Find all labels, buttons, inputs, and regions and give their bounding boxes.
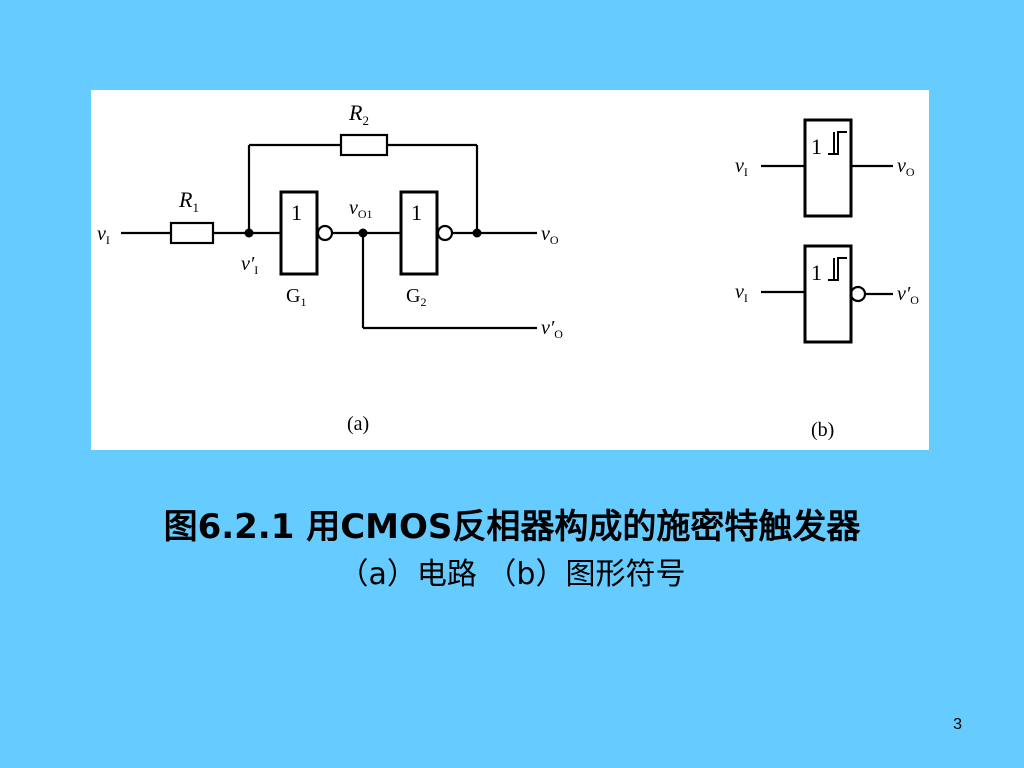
junction-dot [244, 228, 254, 238]
vo1-label: vO1 [349, 197, 373, 221]
gate-b-bottom-bubble [849, 285, 867, 303]
b-bottom-gate-symbol: 1 [811, 260, 822, 285]
b-bottom-vi-label: vI [735, 281, 748, 305]
panel-a-label: (a) [347, 413, 369, 435]
r2-label: R2 [348, 100, 369, 128]
caption-subtitle: （a）电路 （b）图形符号 [338, 557, 686, 592]
vi-label: vI [97, 223, 110, 247]
panel-b-label: (b) [811, 419, 834, 441]
vo-prime-label: v′O [541, 317, 563, 341]
caption-title: 图6.2.1 用CMOS反相器构成的施密特触发器 [163, 507, 861, 547]
gate-g1-bubble [316, 224, 334, 242]
vo-label: vO [541, 223, 559, 247]
g1-label: G1 [286, 285, 306, 309]
hysteresis-icon [828, 257, 847, 281]
page-number: 3 [953, 716, 962, 733]
gate-g2-bubble [436, 224, 454, 242]
resistor-r2 [339, 133, 389, 157]
figure-panel: R2 R1 vI v′I vO1 vO v′O 1 1 G1 G2 (a) 1 … [91, 90, 929, 450]
junction-dot [358, 228, 368, 238]
r1-label: R1 [178, 187, 199, 215]
b-top-vo-label: vO [897, 155, 915, 179]
hysteresis-icon [828, 131, 847, 155]
b-top-gate-symbol: 1 [811, 134, 822, 159]
junction-dot [472, 228, 482, 238]
vi-prime-label: v′I [241, 253, 258, 277]
g2-label: G2 [406, 285, 426, 309]
b-bottom-vo-label: v′O [897, 283, 919, 307]
g1-symbol: 1 [291, 200, 302, 225]
resistor-r1 [169, 221, 215, 245]
g2-symbol: 1 [411, 200, 422, 225]
b-top-vi-label: vI [735, 155, 748, 179]
circuit-figure: R2 R1 vI v′I vO1 vO v′O 1 1 G1 G2 (a) 1 … [97, 100, 919, 441]
figure-caption: 图6.2.1 用CMOS反相器构成的施密特触发器 （a）电路 （b）图形符号 [0, 505, 1024, 595]
gate-b-top [803, 118, 853, 218]
